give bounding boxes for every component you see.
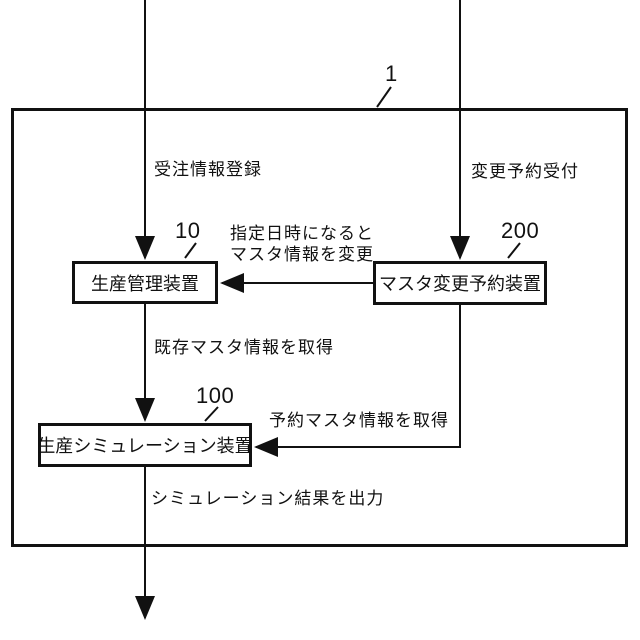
ref-label-management: 10 <box>175 218 201 243</box>
edge-label-order-registration: 受注情報登録 <box>154 160 262 179</box>
edge-label-master-change-line2: マスタ情報を変更 <box>230 245 374 264</box>
edge-label-reserved-master: 予約マスタ情報を取得 <box>269 411 449 430</box>
leader-ref-200 <box>507 242 521 259</box>
node-production-management: 生産管理装置 <box>72 261 218 304</box>
system-boundary-box <box>11 108 628 547</box>
node-master-change-reservation: マスタ変更予約装置 <box>373 261 547 305</box>
edge-label-existing-master: 既存マスタ情報を取得 <box>154 338 334 357</box>
edge-label-change-reservation: 変更予約受付 <box>471 162 579 181</box>
edge-label-master-change-line1: 指定日時になると <box>230 224 374 243</box>
node-production-management-label: 生産管理装置 <box>91 273 199 294</box>
ref-label-system: 1 <box>385 61 398 86</box>
arrow-reserved-master <box>254 305 461 457</box>
node-master-change-reservation-label: マスタ変更予約装置 <box>379 274 541 294</box>
edge-label-simulation-output: シミュレーション結果を出力 <box>151 489 385 508</box>
ref-label-reservation: 200 <box>501 218 540 243</box>
node-production-simulation-label: 生産シミュレーション装置 <box>37 436 253 456</box>
leader-ref-10 <box>184 242 197 259</box>
leader-ref-100 <box>204 406 219 422</box>
node-production-simulation: 生産シミュレーション装置 <box>37 423 253 467</box>
ref-label-simulation: 100 <box>196 383 235 408</box>
leader-ref-1 <box>376 86 392 108</box>
edge-label-master-change: 指定日時になると マスタ情報を変更 <box>230 223 374 265</box>
